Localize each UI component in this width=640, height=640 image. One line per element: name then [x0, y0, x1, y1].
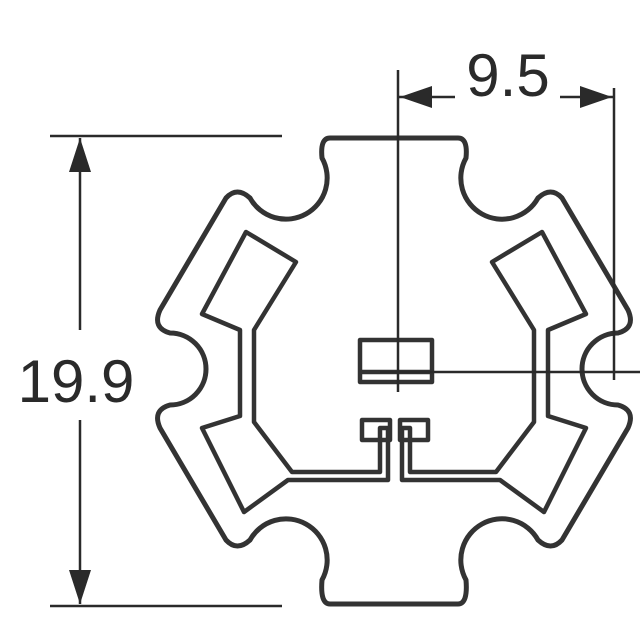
width-arrow-right — [580, 86, 612, 108]
right-solder-tab — [397, 417, 431, 443]
left-pad — [199, 229, 391, 515]
height-arrow-top — [69, 138, 91, 172]
width-dimension-label: 9.5 — [466, 42, 549, 109]
board-outline — [155, 135, 633, 607]
width-arrow-left — [400, 86, 432, 108]
height-arrow-bottom — [69, 570, 91, 604]
led-die — [357, 337, 435, 385]
left-solder-tab — [359, 417, 393, 443]
height-dimension-label: 19.9 — [18, 348, 135, 415]
